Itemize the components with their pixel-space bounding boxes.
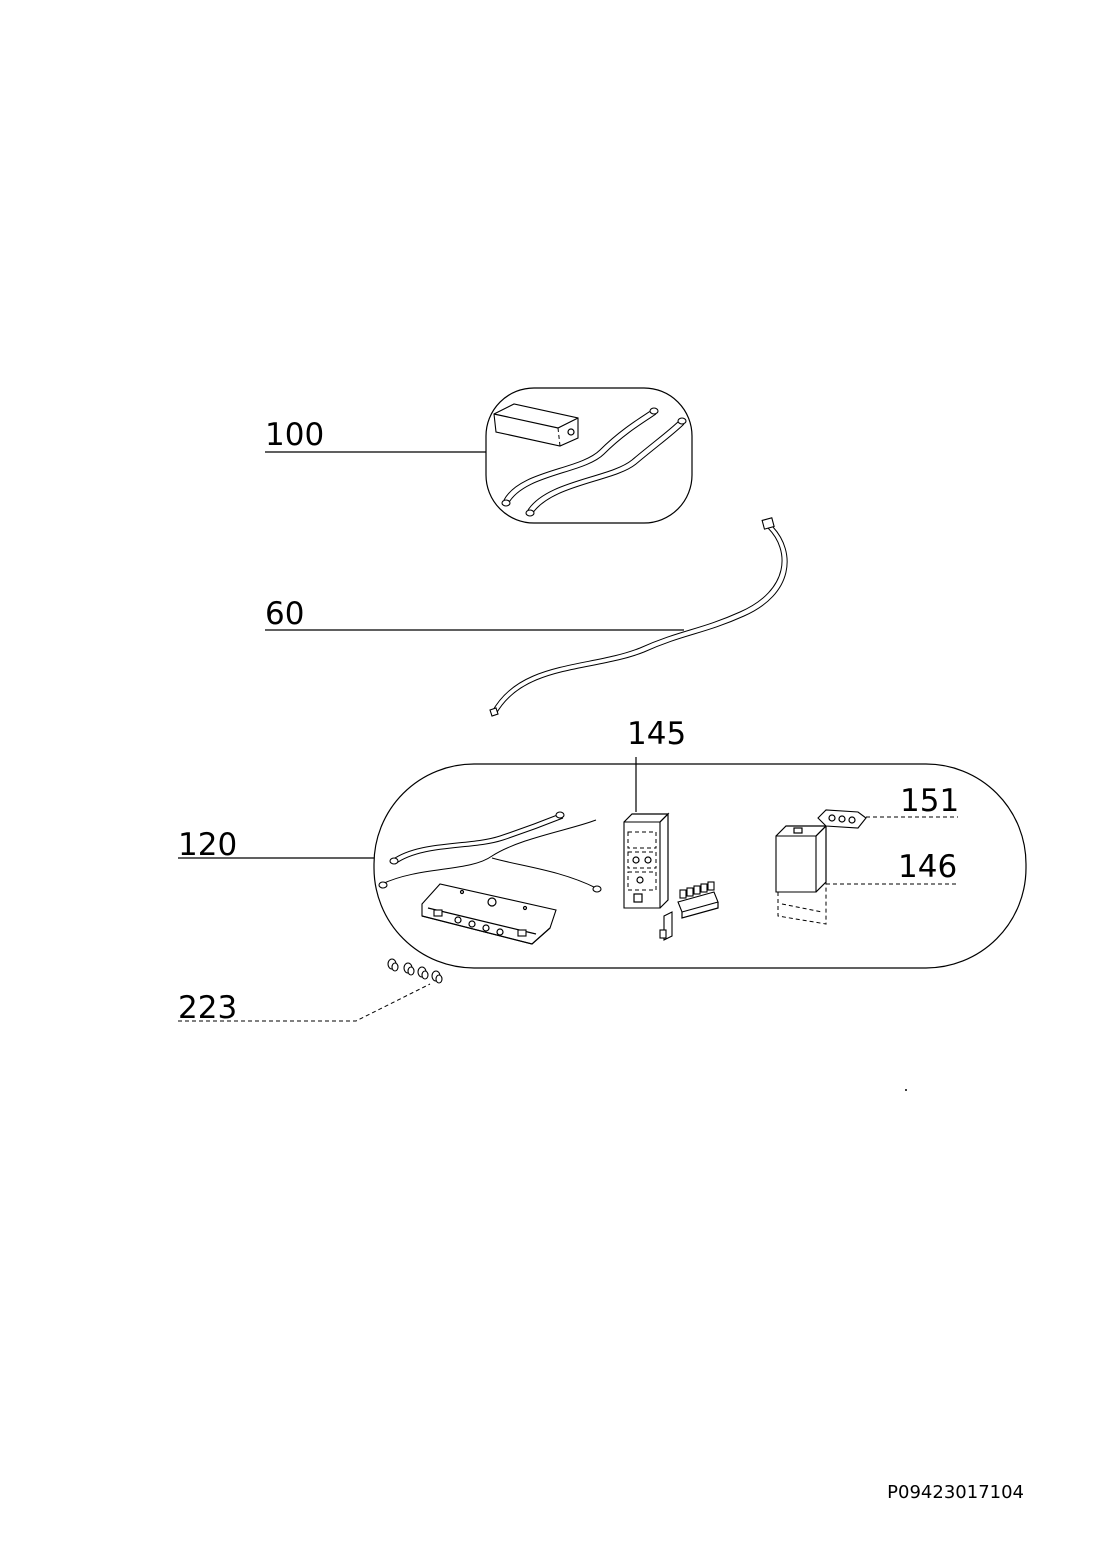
- callout-145: 145: [627, 716, 686, 752]
- callout-151: 151: [900, 783, 959, 819]
- callout-100: 100: [265, 417, 324, 453]
- callout-223: 223: [178, 990, 237, 1026]
- part-145-module: [623, 812, 670, 909]
- part-151-connector: [817, 809, 867, 829]
- part-group-120: 145 146: [178, 716, 1027, 969]
- part-146-box: [775, 824, 828, 925]
- wire-2: [527, 419, 681, 511]
- callout-60: 60: [265, 596, 304, 632]
- transformer-box: [493, 403, 579, 447]
- part-group-100: 100: [265, 387, 693, 524]
- group-120-frame: [373, 763, 1027, 969]
- document-id: P09423017104: [887, 1482, 1024, 1503]
- callout-120: 120: [178, 827, 237, 863]
- wire-1: [503, 409, 653, 501]
- part-223-caps: 223: [178, 958, 443, 1026]
- terminal-block: [677, 881, 719, 919]
- callout-146: 146: [898, 849, 957, 885]
- group-100-frame: [485, 387, 693, 524]
- control-box: [421, 883, 557, 945]
- part-60-cable: 60: [265, 517, 788, 717]
